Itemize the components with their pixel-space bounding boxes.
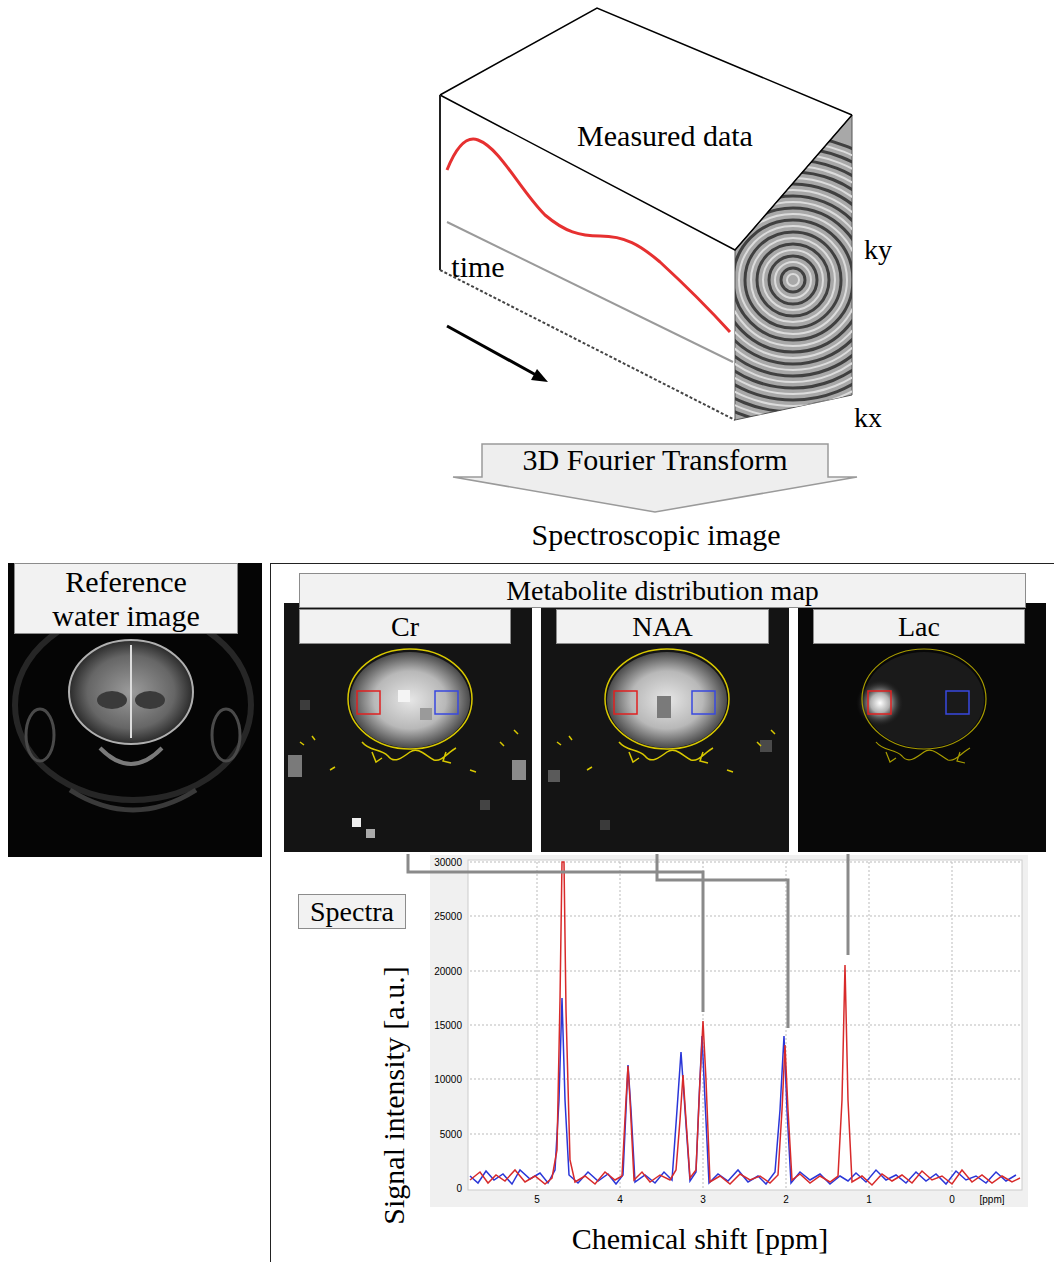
map-pixel xyxy=(288,755,302,777)
leader-line xyxy=(657,854,788,1028)
lactate-hotspot xyxy=(856,679,904,727)
image-label-box: Reference water image xyxy=(14,563,238,634)
roi-red xyxy=(357,691,380,714)
roi-red xyxy=(614,691,637,714)
axis-tick: 2 xyxy=(783,1194,789,1205)
axis-tick: 10000 xyxy=(434,1074,462,1085)
cr-map-background xyxy=(284,603,532,852)
plot-label-box: Spectra xyxy=(298,894,406,929)
axis-tick: 3 xyxy=(700,1194,706,1205)
roi-blue xyxy=(946,691,969,714)
brain-contours xyxy=(300,649,518,772)
map-pixel xyxy=(300,700,310,710)
axis-tick: 0 xyxy=(456,1183,462,1194)
grid-lines xyxy=(470,862,1020,1188)
box-text: Spectra xyxy=(310,896,394,927)
box-text: Metabolite distribution map xyxy=(506,575,819,606)
cube-top-edges xyxy=(440,8,852,250)
map-pixel xyxy=(600,820,610,830)
plot-area xyxy=(468,860,1022,1190)
roi-blue xyxy=(692,691,715,714)
axis-label: ky xyxy=(864,235,892,266)
panel-header-box: Metabolite distribution map xyxy=(299,573,1026,608)
roi-red xyxy=(868,691,891,714)
skull-base xyxy=(70,790,196,810)
data-cube: Measured data xyxy=(560,116,770,156)
panel-heading: Spectroscopic image xyxy=(531,518,780,552)
map-pixel xyxy=(480,800,490,810)
midline xyxy=(130,645,132,738)
map-pixel xyxy=(352,818,361,827)
axis-title: Chemical shift [ppm] xyxy=(572,1222,829,1255)
contour-fragments xyxy=(557,730,775,772)
map-label-box: Cr xyxy=(299,609,511,644)
ventricle-left xyxy=(97,691,127,709)
arrow-shape xyxy=(453,444,857,512)
brain-contour xyxy=(605,649,729,749)
map-pixel xyxy=(398,690,410,702)
naa-map-background xyxy=(541,603,789,852)
contour-fragments xyxy=(300,730,518,772)
box-text: Reference water image xyxy=(41,565,211,632)
contour-fragments xyxy=(876,742,970,763)
brainstem xyxy=(100,748,162,764)
box-text: Cr xyxy=(391,611,419,642)
cube-left-edge xyxy=(439,95,441,270)
axis-unit: [ppm] xyxy=(979,1194,1004,1205)
axis-tick: 30000 xyxy=(434,857,462,868)
ventricle-right xyxy=(135,691,165,709)
map-pixel xyxy=(657,696,671,718)
time-arrow-head xyxy=(531,369,548,382)
head-outline xyxy=(15,610,251,800)
time-arrow-shaft xyxy=(447,326,536,375)
axis-tick: 0 xyxy=(949,1194,955,1205)
map-pixel xyxy=(366,829,375,838)
axis-label: time xyxy=(451,250,504,283)
brain-contour xyxy=(348,649,472,749)
axis-tick: 15000 xyxy=(434,1020,462,1031)
ear-left xyxy=(26,709,54,761)
map-pixel xyxy=(760,740,772,752)
axis-tick: 20000 xyxy=(434,966,462,977)
naa-brain-signal xyxy=(607,652,727,748)
fid-signal-trace xyxy=(447,139,730,332)
leader-line xyxy=(847,854,850,955)
cr-brain-signal xyxy=(350,652,470,748)
map-pixel xyxy=(420,708,432,720)
map-pixel xyxy=(512,760,526,780)
axis-tick: 4 xyxy=(617,1194,623,1205)
ear-right xyxy=(212,709,240,761)
axis-tick: 25000 xyxy=(434,911,462,922)
kspace-rings xyxy=(649,136,937,424)
box-text: Measured data xyxy=(577,119,753,153)
map-label-box: Lac xyxy=(813,609,1025,644)
box-text: NAA xyxy=(632,611,693,642)
axis-tick: 5000 xyxy=(440,1129,462,1140)
mri-background xyxy=(8,563,262,857)
map-pixel xyxy=(548,770,560,782)
axis-tick: 5 xyxy=(534,1194,540,1205)
lac-map-background xyxy=(798,603,1046,852)
spectrum-red xyxy=(470,862,1020,1185)
axis-label: kx xyxy=(854,403,882,434)
transform-arrow: 3D Fourier Transform xyxy=(452,443,858,513)
map-label-box: NAA xyxy=(556,609,769,644)
axis-tick: 1 xyxy=(866,1194,872,1205)
plot-frame xyxy=(430,855,1028,1207)
leader-line xyxy=(408,854,703,1012)
brain-slice xyxy=(69,640,193,744)
axis-title: Signal intensity [a.u.] xyxy=(376,966,409,1224)
box-text: 3D Fourier Transform xyxy=(482,443,828,477)
roi-blue xyxy=(435,691,458,714)
brain-contour xyxy=(862,649,986,749)
box-text: Lac xyxy=(898,611,940,642)
spectrum-blue xyxy=(470,998,1016,1184)
